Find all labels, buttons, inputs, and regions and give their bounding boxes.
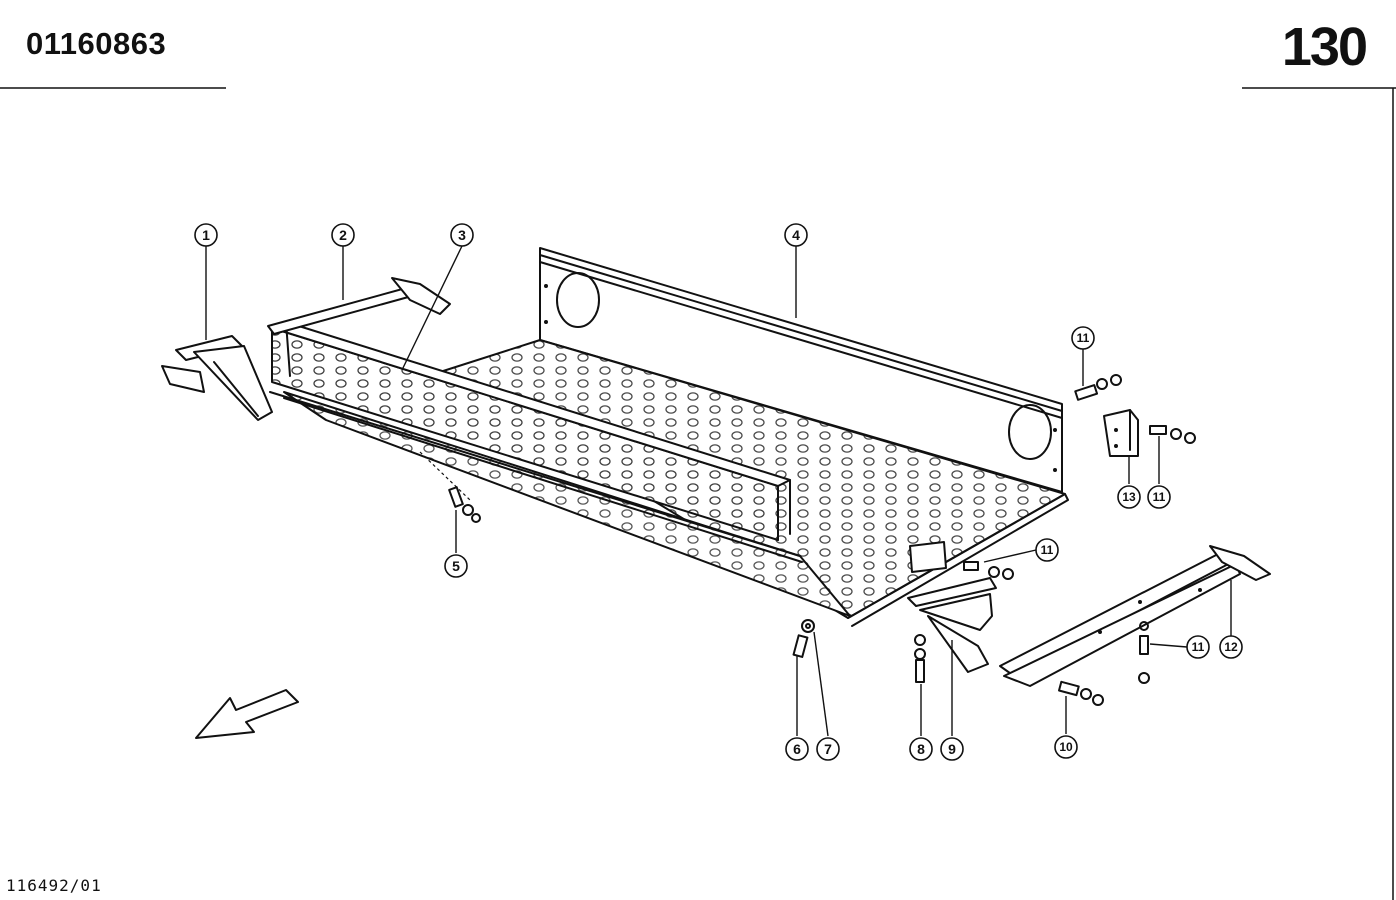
svg-text:2: 2 [339, 227, 347, 243]
callout-12: 12 [1219, 635, 1243, 659]
callout-9: 9 [940, 737, 964, 761]
leader-lines [205, 245, 1232, 737]
svg-text:3: 3 [458, 227, 466, 243]
svg-text:4: 4 [792, 227, 800, 243]
svg-text:13: 13 [1122, 490, 1136, 504]
bolt-set-upper [1074, 374, 1122, 401]
svg-text:11: 11 [1153, 490, 1166, 504]
callout-1: 1 [194, 223, 218, 247]
callout-4: 4 [784, 223, 808, 247]
panel-port-right [1008, 404, 1052, 460]
callout-7: 7 [816, 737, 840, 761]
svg-text:7: 7 [824, 741, 832, 757]
callout-11-bracket: 11 [1147, 485, 1171, 509]
rear-wall-panel [539, 247, 1063, 493]
callout-13: 13 [1117, 485, 1141, 509]
side-angle-rail [271, 321, 791, 541]
callout-11-side: 11 [1035, 538, 1059, 562]
svg-text:8: 8 [917, 741, 925, 757]
right-bracket [907, 541, 1014, 683]
front-apron [269, 391, 851, 617]
svg-text:5: 5 [452, 558, 460, 574]
callout-10: 10 [1054, 735, 1078, 759]
panel-port-left [556, 272, 600, 328]
left-bracket [161, 335, 273, 421]
callout-3: 3 [450, 223, 474, 247]
svg-text:1: 1 [202, 227, 210, 243]
callout-5: 5 [444, 554, 468, 578]
drawing-reference: 116492/01 [6, 876, 102, 895]
callout-11-lower: 11 [1186, 635, 1210, 659]
svg-text:12: 12 [1224, 640, 1238, 654]
page-number: 130 [1281, 17, 1368, 77]
svg-text:6: 6 [793, 741, 801, 757]
callout-11-upper: 11 [1071, 326, 1095, 350]
callout-6: 6 [785, 737, 809, 761]
upper-cross-brace [267, 277, 451, 335]
callout-8: 8 [909, 737, 933, 761]
right-cross-brace [999, 545, 1271, 706]
callout-2: 2 [331, 223, 355, 247]
svg-text:10: 10 [1059, 740, 1073, 754]
svg-text:11: 11 [1192, 640, 1205, 654]
direction-arrow-icon [195, 689, 299, 739]
svg-text:9: 9 [948, 741, 956, 757]
bolt-set-front [792, 619, 815, 658]
svg-text:11: 11 [1041, 543, 1054, 557]
svg-text:11: 11 [1077, 331, 1090, 345]
small-angle-bracket [1103, 409, 1196, 457]
bolt-set-left [448, 486, 481, 523]
part-number: 01160863 [26, 26, 167, 61]
